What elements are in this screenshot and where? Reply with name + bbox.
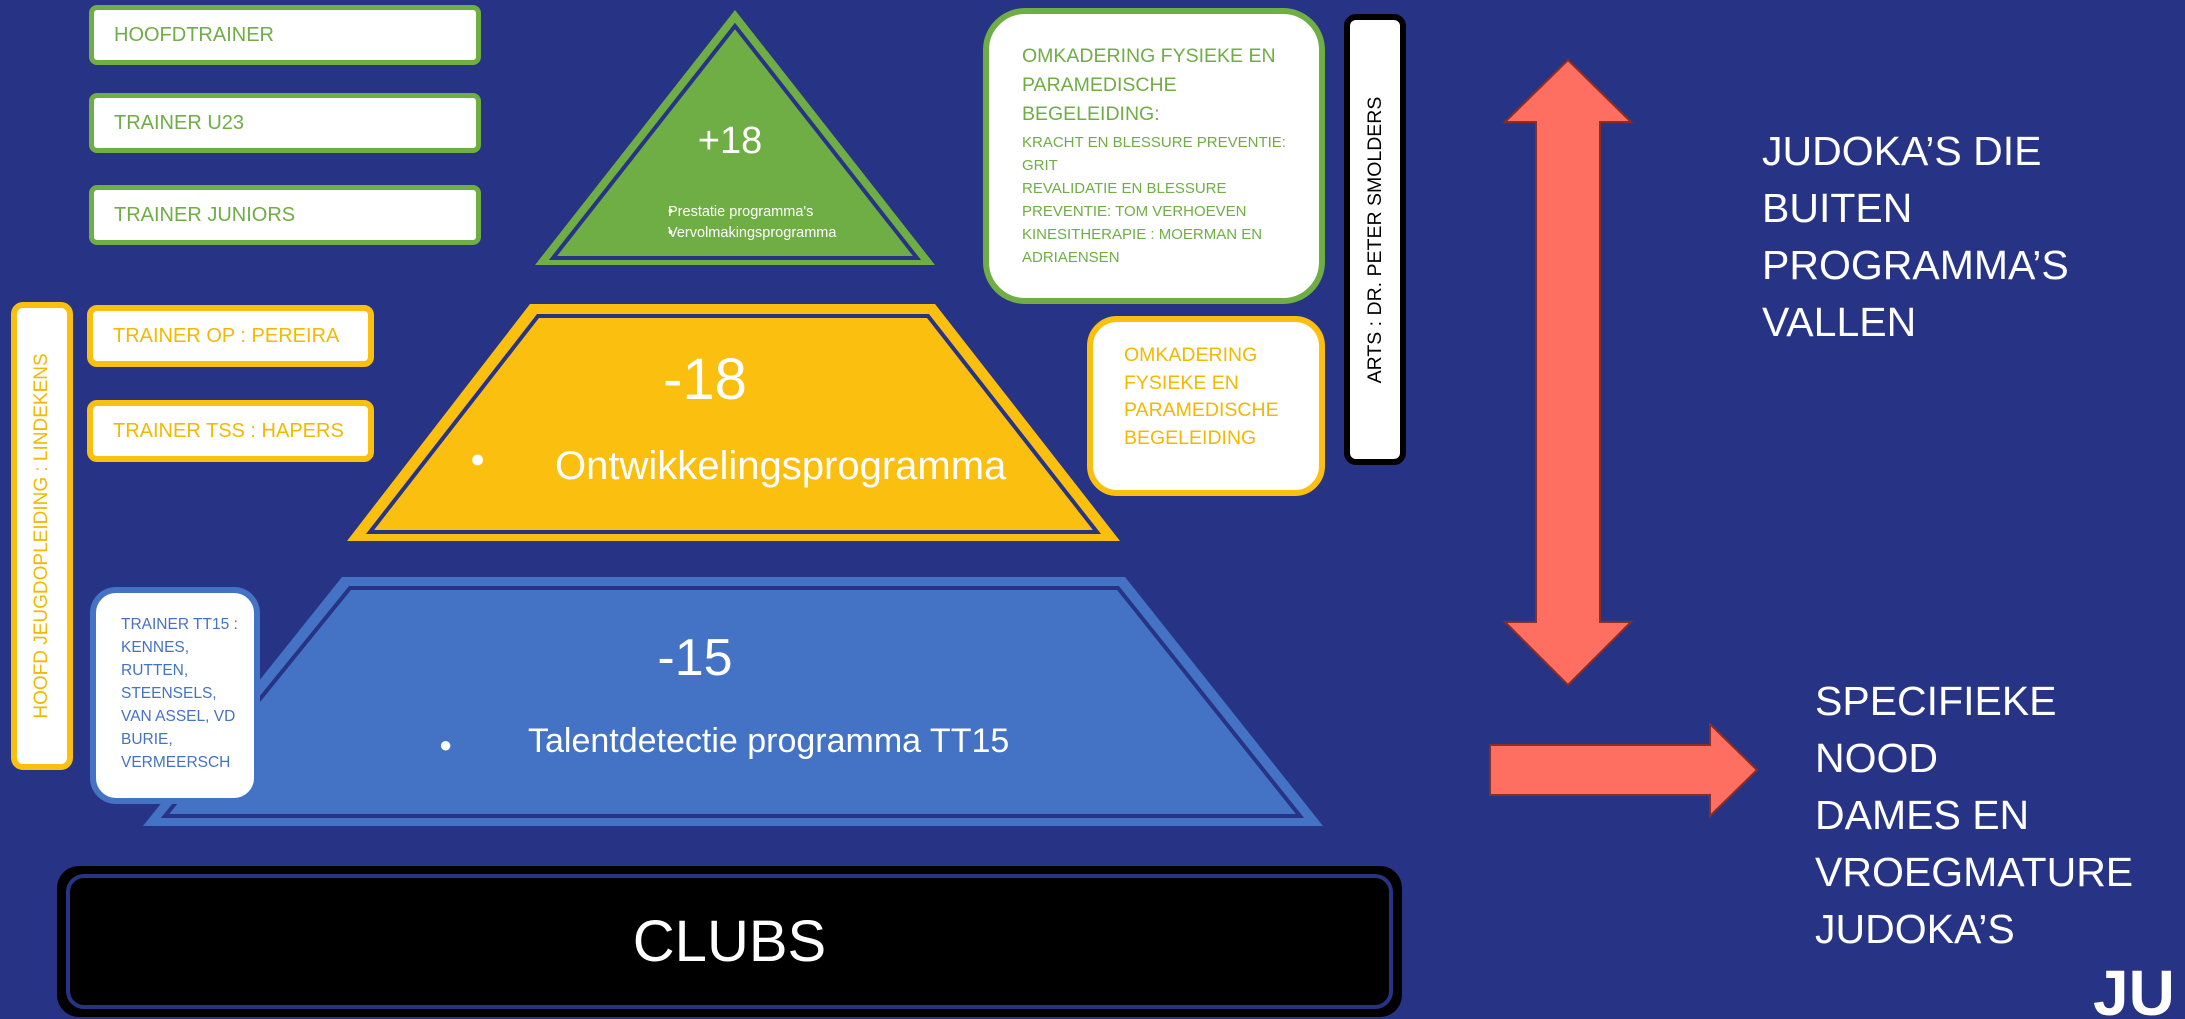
corner-logo: JU [2093,958,2175,1019]
arts-label: ARTS : DR. PETER SMOLDERS [1364,96,1386,384]
trainer-tss: TRAINER TSS : HAPERS [87,400,374,462]
arts-box: ARTS : DR. PETER SMOLDERS [1344,14,1406,465]
pyramid-middle-tier [347,304,1120,541]
tt15-line: VERMEERSCH [121,754,231,771]
tt15-line: KENNES, [121,639,190,656]
trainer-hoofdtrainer: HOOFDTRAINER [89,5,481,65]
omkadering-yellow-box: OMKADERING FYSIEKE EN PARAMEDISCHE BEGEL… [1087,316,1325,496]
right-text-top: JUDOKA’S DIE BUITEN PROGRAMMA’S VALLEN [1762,123,2069,351]
pyramid-bottom-item: Talentdetectie programma TT15 [528,722,1010,760]
tt15-trainers-box: TRAINER TT15 : KENNES, RUTTEN, STEENSELS… [90,587,260,804]
omkadering-yellow-line: BEGELEIDING [1124,426,1257,449]
right-arrow [1489,721,1759,819]
right-text-top-line: PROGRAMMA’S [1762,242,2069,288]
omkadering-green-line: GRIT [1022,157,1058,174]
pyramid-top-item: Vervolmakingsprogramma [668,223,836,244]
pyramid-bottom-label: -15 [657,629,733,687]
pyramid-top-list: Prestatie programma's Vervolmakingsprogr… [668,202,836,244]
pyramid-bottom-bullet: ● [439,732,453,757]
clubs-label: CLUBS [632,909,827,974]
hoofd-jeugdopleiding-label: HOOFD JEUGDOPLEIDING : LINDEKENS [31,353,52,719]
right-text-bottom-line: VROEGMATURE [1815,849,2134,895]
hoofd-jeugdopleiding-box: HOOFD JEUGDOPLEIDING : LINDEKENS [11,302,73,770]
right-text-top-line: JUDOKA’S DIE [1762,128,2042,174]
pyramid-middle-bullet: ● [470,445,486,473]
clubs-bar [57,866,1402,1017]
omkadering-green-line: KRACHT EN BLESSURE PREVENTIE: [1022,134,1286,151]
right-text-bottom: SPECIFIEKE NOOD DAMES EN VROEGMATURE JUD… [1815,673,2185,958]
trainer-u23: TRAINER U23 [89,93,481,153]
omkadering-green-line: ADRIAENSEN [1022,249,1120,266]
tt15-line: STEENSELS, [121,685,217,702]
tt15-line: VAN ASSEL, VD [121,708,236,725]
tt15-line: TRAINER TT15 : [121,616,238,633]
right-text-bottom-line: DAMES EN [1815,792,2030,838]
pyramid-top-item: Prestatie programma's [668,202,836,223]
omkadering-yellow-line: PARAMEDISCHE [1124,399,1279,421]
omkadering-green-box: OMKADERING FYSIEKE EN PARAMEDISCHE BEGEL… [983,8,1325,304]
tt15-line: BURIE, [121,731,173,748]
omkadering-green-heading: BEGELEIDING: [1022,103,1160,125]
omkadering-yellow-line: FYSIEKE EN [1124,371,1239,394]
omkadering-green-line: PREVENTIE: TOM VERHOEVEN [1022,203,1247,220]
right-text-bottom-line: JUDOKA’S [1815,906,2015,952]
omkadering-yellow-line: OMKADERING [1124,344,1258,366]
right-text-bottom-line: SPECIFIEKE NOOD [1815,678,2057,781]
pyramid-middle-label: -18 [663,347,747,412]
double-arrow [1502,58,1634,687]
trainer-op: TRAINER OP : PEREIRA [87,305,374,367]
tt15-line: RUTTEN, [121,662,189,679]
trainer-juniors: TRAINER JUNIORS [89,185,481,245]
omkadering-green-line: KINESITHERAPIE : MOERMAN EN [1022,226,1263,243]
right-text-top-line: VALLEN [1762,299,1917,345]
right-text-top-line: BUITEN [1762,185,1913,231]
omkadering-green-line: REVALIDATIE EN BLESSURE [1022,180,1227,197]
pyramid-middle-item: Ontwikkelingsprogramma [555,444,1007,488]
pyramid-bottom-tier [143,577,1323,826]
omkadering-green-heading: OMKADERING FYSIEKE EN [1022,45,1276,67]
omkadering-green-heading: PARAMEDISCHE [1022,74,1177,96]
pyramid-top-label: +18 [697,120,763,162]
